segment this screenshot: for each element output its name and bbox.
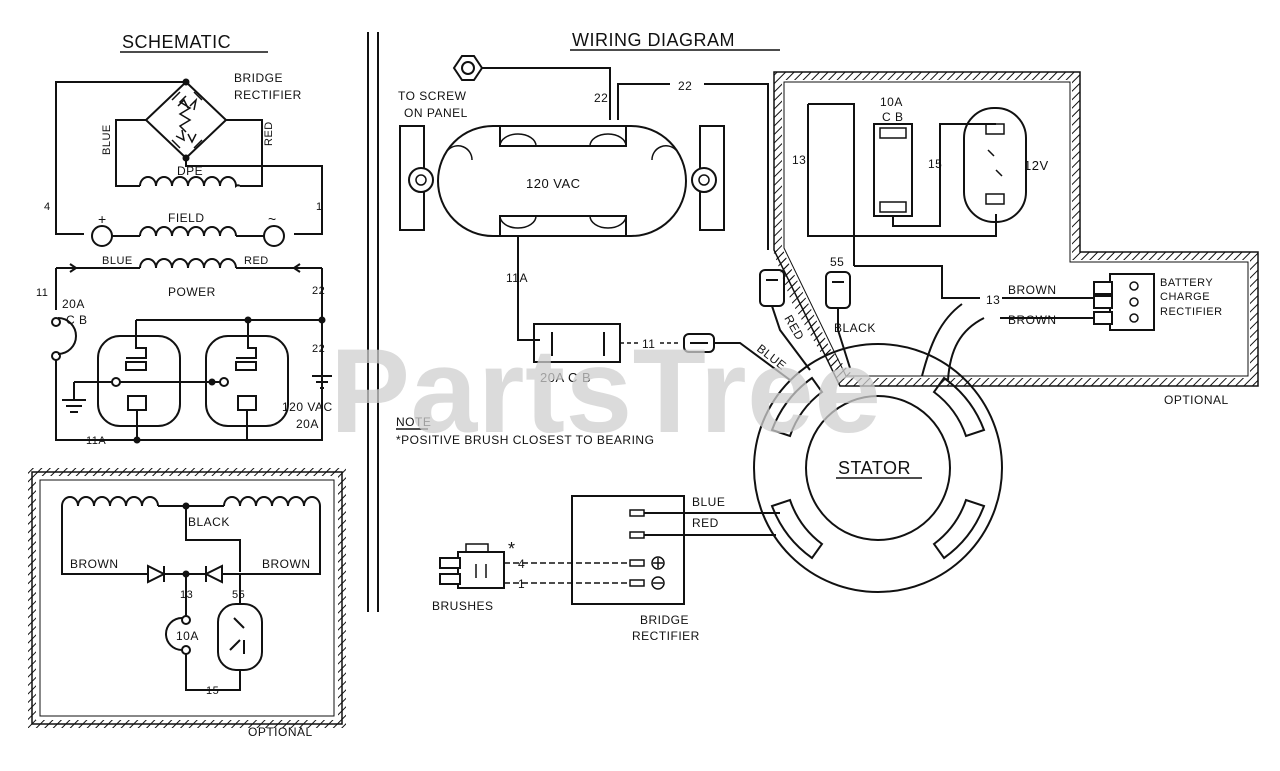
connector-red bbox=[759, 269, 785, 307]
opt-15-label: 15 bbox=[206, 685, 219, 697]
receptacle-12v bbox=[963, 107, 1027, 223]
schematic-blue2-label: BLUE bbox=[102, 255, 133, 267]
schematic-red-label: RED bbox=[263, 121, 275, 146]
opt-brown-left-label: BROWN bbox=[70, 557, 119, 571]
schematic-plus-label: + bbox=[98, 211, 107, 227]
schematic-22-label-b: 22 bbox=[312, 343, 325, 355]
v12-label: 12V bbox=[1024, 158, 1049, 173]
opt-brown-right-label: BROWN bbox=[262, 557, 311, 571]
schematic-field-label: FIELD bbox=[168, 211, 205, 225]
opt-black-label: BLACK bbox=[188, 515, 230, 529]
opt-optional-label: OPTIONAL bbox=[248, 725, 313, 739]
panel-screw bbox=[452, 55, 484, 81]
wire-brown-label-2: BROWN bbox=[1008, 313, 1057, 327]
schematic-20a-label: 20A bbox=[62, 297, 85, 311]
schematic-circuit: BRIDGE RECTIFIER BLUE RED DPE 4 1 FIELD … bbox=[36, 71, 333, 447]
wiring-diagram-title: WIRING DIAGRAM bbox=[572, 30, 735, 50]
schematic-dpe-label: DPE bbox=[177, 164, 203, 178]
wire-55-label: 55 bbox=[830, 255, 844, 269]
screw-label-1: TO SCREW bbox=[398, 89, 467, 103]
partstree-watermark: PartsTree bbox=[330, 324, 882, 458]
wire-13-label-a: 13 bbox=[792, 153, 806, 167]
stator-label: STATOR bbox=[838, 458, 911, 478]
power-coil bbox=[139, 258, 237, 269]
schematic-red2-label: RED bbox=[244, 255, 269, 267]
rectifier-label: RECTIFIER bbox=[632, 629, 700, 643]
cb10-label-b: C B bbox=[882, 110, 904, 124]
schematic-title: SCHEMATIC bbox=[122, 32, 231, 52]
bridge-label: BRIDGE bbox=[640, 613, 689, 627]
field-brush-negative bbox=[263, 225, 285, 247]
schematic-cb-label: C B bbox=[66, 313, 88, 327]
screw-label-2: ON PANEL bbox=[404, 106, 468, 120]
cb10-label-a: 10A bbox=[880, 95, 903, 109]
wiring-diagram: TO SCREW ON PANEL 22 22 120 VAC 11A bbox=[396, 55, 1259, 643]
schematic-power-label: POWER bbox=[168, 285, 216, 299]
schematic-vac-label: 120 VAC bbox=[282, 400, 333, 414]
rect-blue-label: BLUE bbox=[692, 495, 725, 509]
field-brush-positive bbox=[91, 225, 113, 247]
bcr-label-1: BATTERY bbox=[1160, 277, 1213, 289]
wire-11a-label: 11A bbox=[506, 271, 528, 285]
brush-asterisk: * bbox=[508, 539, 516, 559]
optional-schematic: BLACK BROWN BROWN 13 55 10A 15 OPTIONAL bbox=[28, 468, 346, 739]
bcr-label-3: RECTIFIER bbox=[1160, 306, 1223, 318]
note-text: *POSITIVE BRUSH CLOSEST TO BEARING bbox=[396, 433, 654, 447]
schematic-rectifier-label: RECTIFIER bbox=[234, 88, 302, 102]
bridge-rectifier-box bbox=[571, 495, 685, 605]
wire-11-label: 11 bbox=[642, 337, 655, 351]
receptacle-120vac bbox=[399, 125, 725, 237]
schematic-11-label: 11 bbox=[36, 287, 48, 299]
schematic-blue-label: BLUE bbox=[101, 124, 113, 155]
connector-black bbox=[825, 271, 851, 309]
circuit-breaker-10a bbox=[873, 123, 913, 217]
schematic-1-label: 1 bbox=[316, 201, 323, 213]
field-coil bbox=[139, 226, 237, 237]
opt-55-label: 55 bbox=[232, 589, 245, 601]
brush-4-label: 4 bbox=[518, 557, 525, 571]
schematic-11a-label: 11A bbox=[86, 435, 106, 447]
schematic-minus-label: ~ bbox=[268, 211, 277, 227]
battery-charge-rectifier bbox=[1093, 273, 1155, 331]
section-divider bbox=[367, 32, 379, 612]
schematic-22-label-a: 22 bbox=[312, 285, 325, 297]
schematic-bridge-label: BRIDGE bbox=[234, 71, 283, 85]
cb20-label: 20A C B bbox=[540, 370, 591, 385]
wire-black-label: BLACK bbox=[834, 321, 876, 335]
wiring-optional-label: OPTIONAL bbox=[1164, 393, 1229, 407]
wire-brown-label-1: BROWN bbox=[1008, 283, 1057, 297]
dpe-coil bbox=[139, 176, 241, 188]
stator bbox=[753, 343, 1003, 593]
schematic-4-label: 4 bbox=[44, 201, 51, 213]
wire-15-label: 15 bbox=[928, 157, 942, 171]
optional-battery-frame bbox=[773, 71, 1259, 387]
note-title: NOTE bbox=[396, 415, 431, 429]
opt-10a-label: 10A bbox=[176, 629, 199, 643]
wire-22-label-a: 22 bbox=[594, 91, 608, 105]
brushes bbox=[439, 543, 505, 589]
receptacle-left bbox=[97, 320, 181, 427]
schematic-amp-label: 20A bbox=[296, 417, 319, 431]
receptacle-vac-label: 120 VAC bbox=[526, 176, 581, 191]
brushes-label: BRUSHES bbox=[432, 599, 494, 613]
wire-22-label-b: 22 bbox=[678, 79, 692, 93]
bcr-label-2: CHARGE bbox=[1160, 291, 1210, 303]
wire-13-label-b: 13 bbox=[986, 293, 1000, 307]
brush-1-label: 1 bbox=[518, 577, 525, 591]
rect-red-label: RED bbox=[692, 516, 719, 530]
bridge-rectifier-symbol bbox=[144, 78, 228, 162]
